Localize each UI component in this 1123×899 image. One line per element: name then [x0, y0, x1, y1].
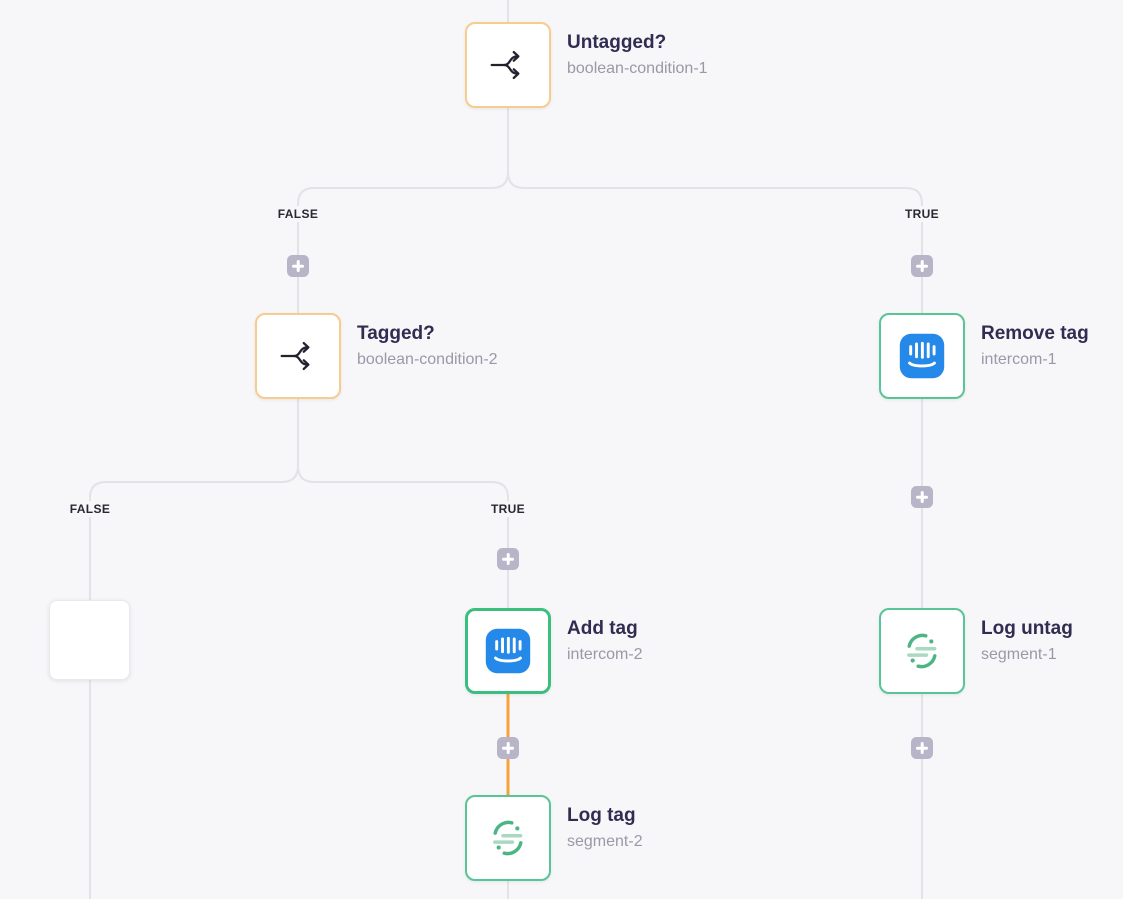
connector-split1-true	[507, 171, 923, 313]
add-step-button[interactable]	[497, 737, 519, 759]
node-subtitle: segment-1	[981, 645, 1057, 663]
segment-icon	[907, 633, 937, 669]
node-remove-tag[interactable]	[879, 313, 965, 399]
connector-split2-false	[89, 399, 299, 600]
plus-icon	[497, 548, 519, 570]
branch-label-true: TRUE	[485, 501, 531, 517]
add-step-button[interactable]	[911, 486, 933, 508]
node-untagged-condition[interactable]	[465, 22, 551, 108]
node-subtitle: segment-2	[567, 832, 643, 850]
node-add-tag[interactable]	[465, 608, 551, 694]
intercom-icon	[485, 628, 531, 674]
branch-label-false: FALSE	[272, 206, 324, 222]
node-subtitle: intercom-1	[981, 350, 1057, 368]
node-title: Tagged?	[357, 323, 435, 344]
node-log-tag[interactable]	[465, 795, 551, 881]
branch-split-icon	[280, 341, 310, 371]
node-subtitle: intercom-2	[567, 645, 643, 663]
node-title: Remove tag	[981, 323, 1089, 344]
branch-label-false: FALSE	[64, 501, 116, 517]
branch-label-true: TRUE	[899, 206, 945, 222]
connector-split1-false	[297, 171, 509, 313]
node-caption: Tagged? boolean-condition-2	[357, 323, 498, 369]
add-step-button[interactable]	[911, 737, 933, 759]
node-empty-placeholder[interactable]	[49, 600, 130, 680]
branch-split-icon	[490, 50, 520, 80]
node-caption: Add tag intercom-2	[567, 618, 643, 664]
node-caption: Log untag segment-1	[981, 618, 1073, 664]
node-tagged-condition[interactable]	[255, 313, 341, 399]
connector-split2-true	[297, 399, 509, 608]
node-log-untag[interactable]	[879, 608, 965, 694]
add-step-button[interactable]	[287, 255, 309, 277]
node-title: Log untag	[981, 618, 1073, 639]
node-caption: Untagged? boolean-condition-1	[567, 32, 708, 78]
plus-icon	[911, 255, 933, 277]
node-title: Add tag	[567, 618, 638, 639]
node-caption: Remove tag intercom-1	[981, 323, 1089, 369]
node-caption: Log tag segment-2	[567, 805, 643, 851]
plus-icon	[497, 737, 519, 759]
node-subtitle: boolean-condition-1	[567, 59, 708, 77]
intercom-icon	[899, 333, 945, 379]
plus-icon	[911, 486, 933, 508]
segment-icon	[493, 820, 523, 856]
node-subtitle: boolean-condition-2	[357, 350, 498, 368]
plus-icon	[911, 737, 933, 759]
add-step-button[interactable]	[497, 548, 519, 570]
node-title: Untagged?	[567, 32, 667, 53]
plus-icon	[287, 255, 309, 277]
node-title: Log tag	[567, 805, 636, 826]
add-step-button[interactable]	[911, 255, 933, 277]
